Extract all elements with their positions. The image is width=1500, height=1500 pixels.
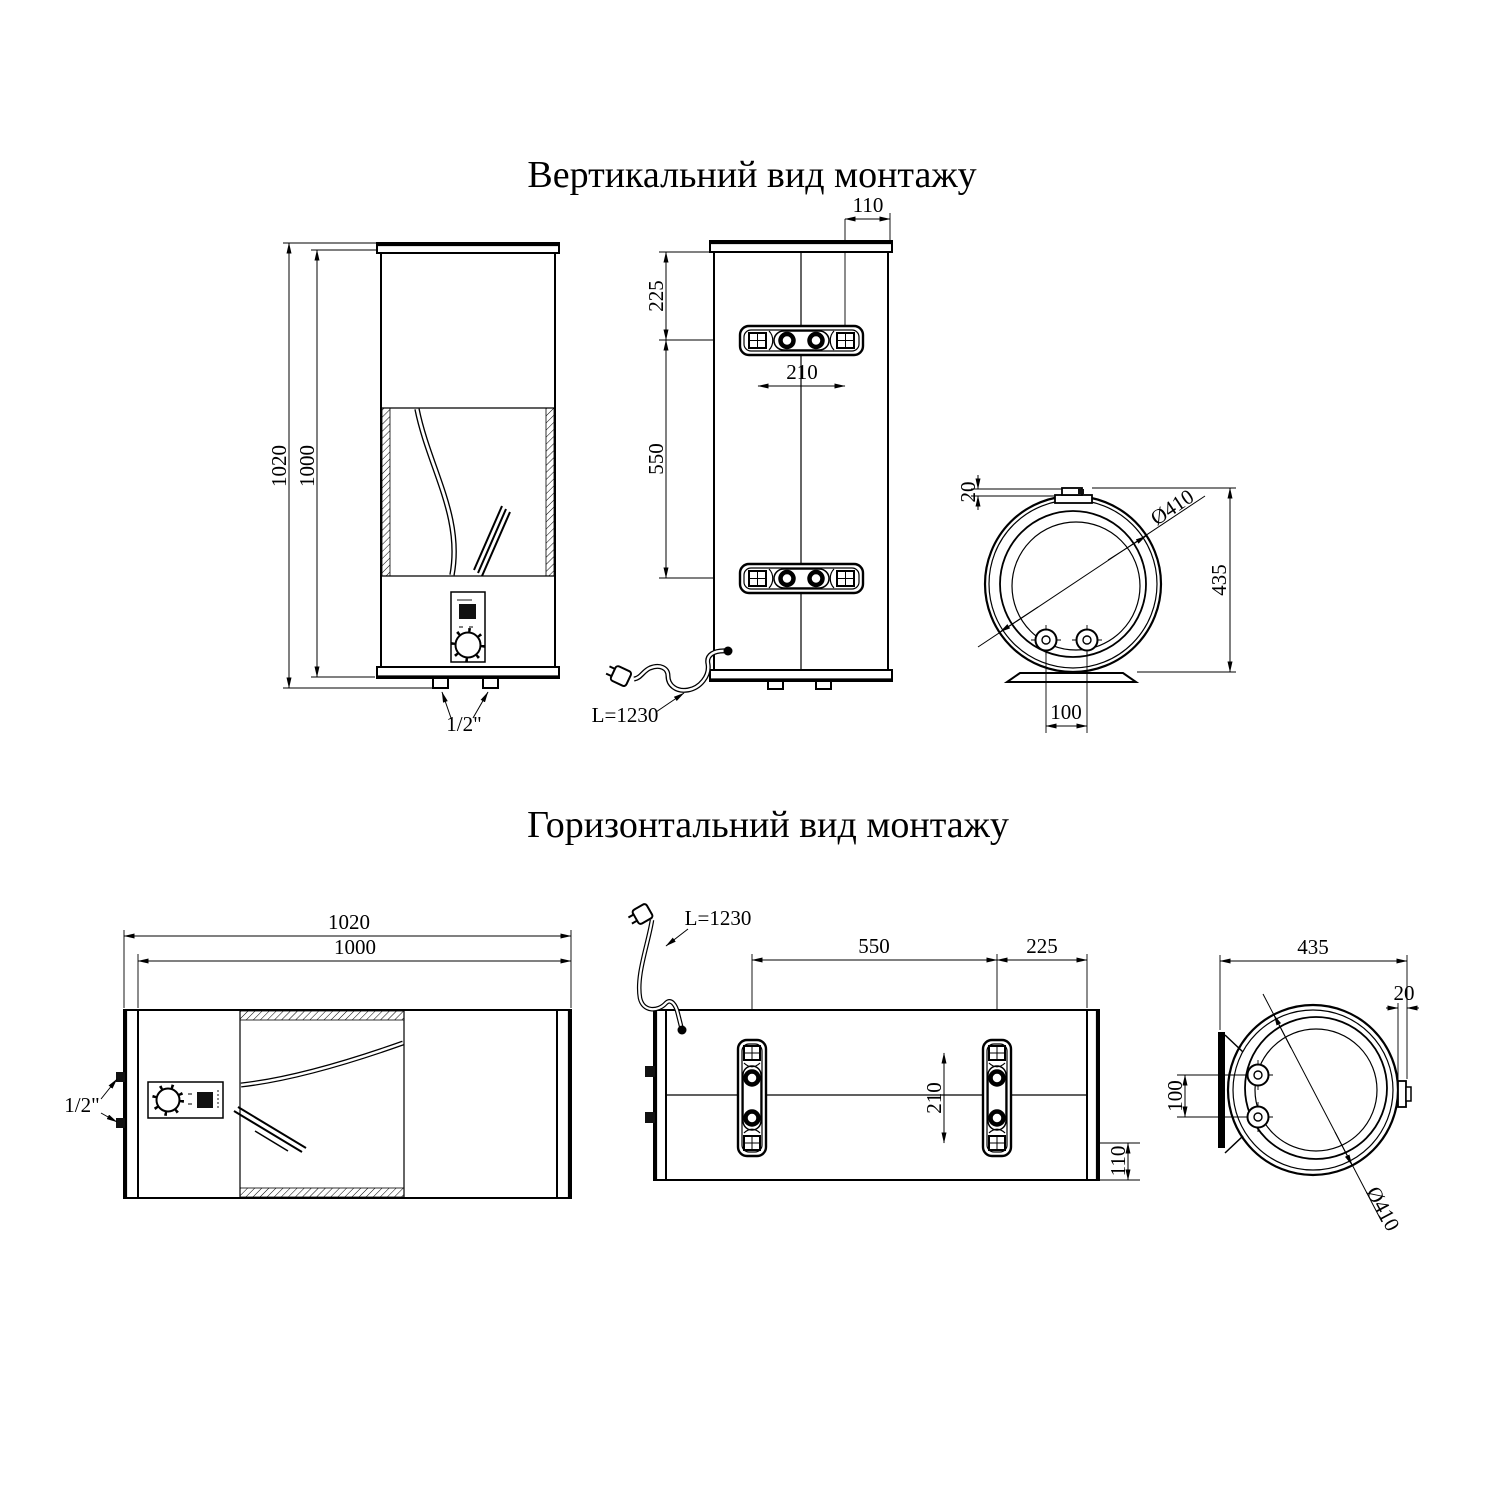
insulation-hatch-bottom <box>239 1187 405 1198</box>
dim-tank-length: 1000 <box>334 935 376 959</box>
dim-bracket-hole-span: 210 <box>786 360 818 384</box>
horizontal-section-title: Горизонтальний вид монтажу <box>527 804 1009 846</box>
vertical-back-view: 110 225 550 210 L=1230 <box>592 193 893 727</box>
dim-top-to-bracket: 225 <box>644 280 668 312</box>
dim-bracket-to-edge: 110 <box>853 193 884 217</box>
pipe-stub-top <box>116 1072 125 1082</box>
horizontal-mount-section: Горизонтальний вид монтажу <box>64 804 1419 1235</box>
dim-bracket-spacing: 550 <box>644 443 668 475</box>
heating-element <box>233 1106 307 1153</box>
dim-overall-depth: 435 <box>1297 935 1329 959</box>
pipe-stub-bottom <box>116 1118 125 1128</box>
power-plug <box>605 665 633 687</box>
bracket-hole <box>988 1069 1006 1087</box>
inner-tank-outline <box>999 510 1147 658</box>
cable-entry-point <box>723 646 733 656</box>
dim-bracket-to-bottom: 110 <box>1106 1146 1130 1177</box>
display-screen <box>459 604 476 619</box>
vertical-section-title: Вертикальний вид монтажу <box>527 154 976 196</box>
label-pipe-thread: 1/2" <box>446 712 481 736</box>
pipe-connection <box>1031 625 1061 655</box>
heating-element <box>473 505 511 577</box>
insulation-hatch-top <box>239 1010 405 1021</box>
pipe-stub-bottom <box>645 1112 655 1123</box>
dial-ticks <box>152 1084 184 1116</box>
wall-mount-plate <box>1218 1032 1244 1154</box>
control-panel <box>450 591 486 663</box>
foot-stub <box>767 680 784 690</box>
pipe-connection <box>1243 1060 1273 1090</box>
horizontal-front-view: 1020 1000 1/2" <box>64 910 572 1199</box>
label-cable-length: L=1230 <box>592 703 659 727</box>
dim-bracket-offset: 20 <box>956 482 980 503</box>
pipe-stub-left <box>432 677 449 689</box>
mounting-bracket-top <box>738 324 865 357</box>
dim-bracket-hole-span: 210 <box>922 1082 946 1114</box>
dim-pipe-spacing: 100 <box>1163 1080 1187 1112</box>
mounting-bracket-bottom <box>738 562 865 595</box>
mounting-bracket-left <box>736 1038 768 1158</box>
dim-tank-height: 1000 <box>295 445 319 487</box>
inner-tank-outline <box>1244 1016 1388 1160</box>
insulation-hatch-left <box>381 407 391 577</box>
dim-overall-depth: 435 <box>1207 564 1231 596</box>
mounting-bracket-right <box>981 1038 1013 1158</box>
thermostat-knob <box>155 1087 181 1113</box>
pipe-connection <box>1072 625 1102 655</box>
label-cable-length: L=1230 <box>685 906 752 930</box>
power-plug <box>627 903 654 925</box>
thermostat-knob <box>454 631 482 659</box>
dim-bracket-to-edge: 225 <box>1026 934 1058 958</box>
bracket-hole <box>778 331 796 350</box>
vertical-mount-section: Вертикальний вид монтажу <box>267 154 1236 736</box>
bracket-tab <box>1397 1080 1412 1108</box>
power-cable <box>605 646 733 693</box>
cable-entry-point <box>677 1025 687 1035</box>
bracket-hole <box>743 1109 761 1127</box>
dim-total-height: 1020 <box>267 445 291 487</box>
dim-diameter: Ø410 <box>1362 1182 1405 1234</box>
bracket-hole <box>807 331 825 350</box>
bracket-hole <box>807 569 825 588</box>
floor-stand-plate <box>1003 672 1140 683</box>
dim-bracket-spacing: 550 <box>858 934 890 958</box>
bracket-hole <box>778 569 796 588</box>
horizontal-back-view: 550 225 210 110 L=1230 <box>627 903 1140 1181</box>
label-pipe-thread: 1/2" <box>64 1093 99 1117</box>
bracket-hole <box>743 1069 761 1087</box>
dial-ticks <box>451 628 485 662</box>
display-screen <box>197 1092 213 1108</box>
dim-bracket-offset: 20 <box>1394 981 1415 1005</box>
wall-bracket-tab <box>1054 487 1093 504</box>
control-panel <box>147 1081 224 1119</box>
foot-stub <box>815 680 832 690</box>
bracket-hole <box>988 1109 1006 1127</box>
power-cable <box>627 903 687 1035</box>
vertical-bottom-view: 20 Ø410 435 100 <box>956 475 1236 733</box>
pipe-connection <box>1243 1102 1273 1132</box>
dim-diameter: Ø410 <box>1146 484 1198 530</box>
horizontal-side-view: 435 20 100 Ø410 <box>1163 935 1419 1235</box>
pipe-stub-right <box>482 677 499 689</box>
pipe-stub-top <box>645 1066 655 1077</box>
insulation-hatch-right <box>545 407 555 577</box>
dim-pipe-spacing: 100 <box>1050 700 1082 724</box>
dim-total-length: 1020 <box>328 910 370 934</box>
vertical-front-view: 1020 1000 1/2" <box>267 242 560 736</box>
